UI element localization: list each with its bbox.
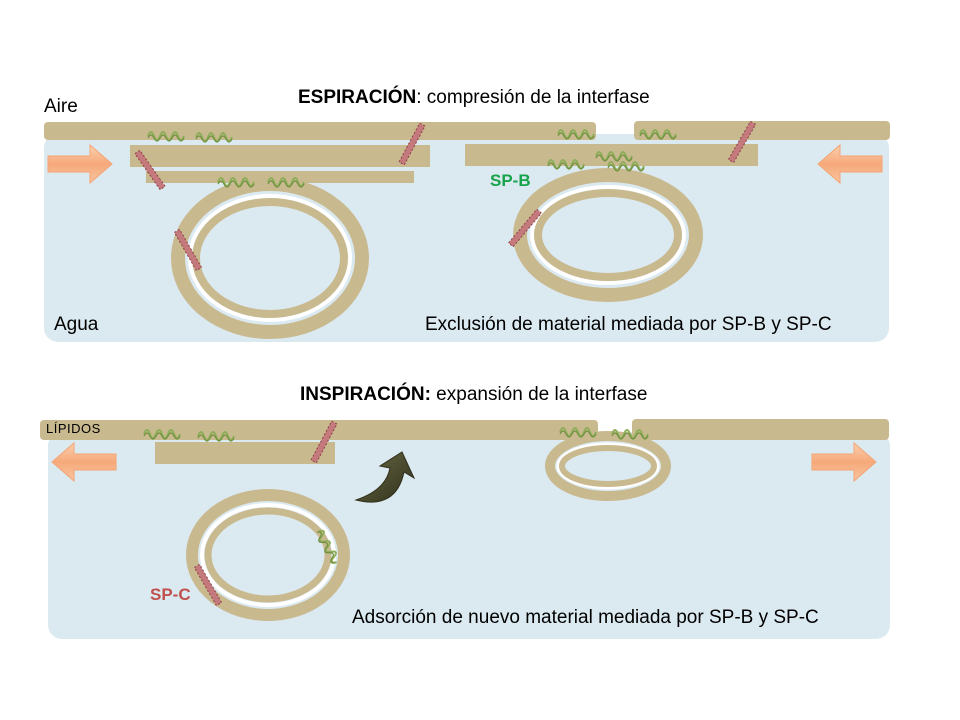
bottom-caption: Adsorción de nuevo material mediada por … (352, 607, 819, 628)
excluded-layer-1 (130, 145, 430, 167)
expansion-arrow-right (811, 441, 877, 483)
excluded-layer-2 (146, 171, 414, 183)
adsorption-curved-arrow (354, 451, 416, 503)
compression-arrow-left (47, 143, 113, 185)
bottom-title: INSPIRACIÓN: expansión de la interfase (300, 385, 647, 404)
label-air: Aire (44, 96, 78, 117)
bottom-panel (40, 419, 890, 639)
interface-monolayer-right (634, 121, 890, 140)
vesicle-bottom-right (545, 431, 671, 501)
label-sp-c: SP-C (150, 585, 191, 604)
label-lipids: LÍPIDOS (46, 421, 101, 436)
interface-monolayer-right-b (632, 419, 889, 440)
bottom-title-bold: INSPIRACIÓN: (300, 384, 431, 405)
expansion-arrow-left (51, 441, 117, 483)
reservoir-layer (155, 442, 335, 464)
top-title-bold: ESPIRACIÓN (298, 87, 417, 108)
label-sp-b: SP-B (490, 171, 531, 190)
top-title: ESPIRACIÓN: compresión de la interfase (298, 88, 650, 107)
top-caption: Exclusión de material mediada por SP-B y… (425, 314, 832, 335)
water-region-bottom (48, 432, 890, 639)
top-panel (44, 120, 890, 342)
top-title-rest: : compresión de la interfase (416, 87, 650, 108)
bottom-title-rest: expansión de la interfase (430, 384, 648, 405)
interface-monolayer-left-b (40, 420, 598, 440)
vesicle-bottom-left (186, 489, 350, 621)
label-water: Agua (54, 314, 99, 335)
interface-monolayer-left (44, 122, 596, 140)
compression-arrow-right (817, 143, 883, 185)
